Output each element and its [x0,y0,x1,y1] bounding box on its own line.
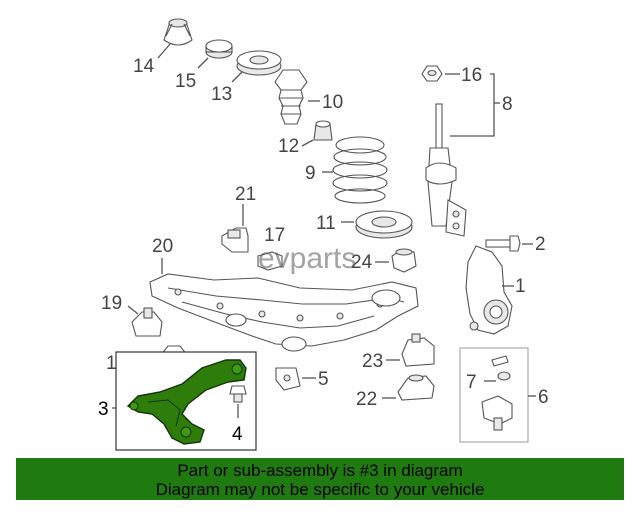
label-23[interactable]: 23 [362,351,383,372]
label-22[interactable]: 22 [356,389,377,410]
parts-diagram: 14 15 13 10 12 9 11 [98,18,549,451]
part-4-bolt [229,385,247,403]
label-17[interactable]: 17 [264,225,285,246]
part-22-mount [397,374,435,401]
label-21[interactable]: 21 [235,184,256,205]
part-23-mount [401,333,435,367]
banner-line-2: Diagram may not be specific to your vehi… [155,480,485,499]
part-13-spring-seat-upper [236,50,282,76]
label-16[interactable]: 16 [461,65,482,86]
label-4[interactable]: 4 [232,424,243,445]
part-5-bracket [275,367,301,391]
watermark-logo: evparts [258,242,356,275]
part-6-ball-joint [481,355,513,431]
label-10[interactable]: 10 [322,92,343,113]
label-5[interactable]: 5 [318,369,329,390]
part-10-bump-stop [274,69,308,125]
label-24[interactable]: 24 [351,252,373,273]
part-17-cushion [257,251,283,271]
part-11-spring-seat-lower [355,210,413,239]
label-15[interactable]: 15 [175,71,196,92]
label-3[interactable]: 3 [98,399,109,420]
part-2-bolt [485,235,521,252]
part-8-strut [425,103,467,237]
part-1-knuckle [465,245,513,335]
label-8[interactable]: 8 [502,94,513,115]
label-9[interactable]: 9 [305,163,316,184]
part-12-insulator [313,120,333,141]
label-7[interactable]: 7 [466,372,477,393]
part-24-mount [391,248,417,273]
part-3-lower-control-arm[interactable] [126,359,247,445]
label-19[interactable]: 19 [101,293,122,314]
part-16-nut [421,65,443,82]
part-15-bearing [205,39,233,59]
part-14-strut-mount [163,18,193,46]
part-21-bracket [221,227,249,253]
part-20-subframe [149,273,419,352]
label-20[interactable]: 20 [152,236,173,257]
label-14[interactable]: 14 [133,56,155,77]
label-12[interactable]: 12 [278,136,299,157]
banner-line-1: Part or sub-assembly is #3 in diagram [177,461,463,480]
label-6[interactable]: 6 [538,387,549,408]
info-banner: Part or sub-assembly is #3 in diagram Di… [16,458,624,500]
label-11[interactable]: 11 [316,213,336,234]
part-19-mount [131,307,163,337]
label-13[interactable]: 13 [211,84,232,105]
part-9-coil-spring [332,136,388,204]
label-1[interactable]: 1 [515,276,526,297]
label-2[interactable]: 2 [535,234,546,255]
